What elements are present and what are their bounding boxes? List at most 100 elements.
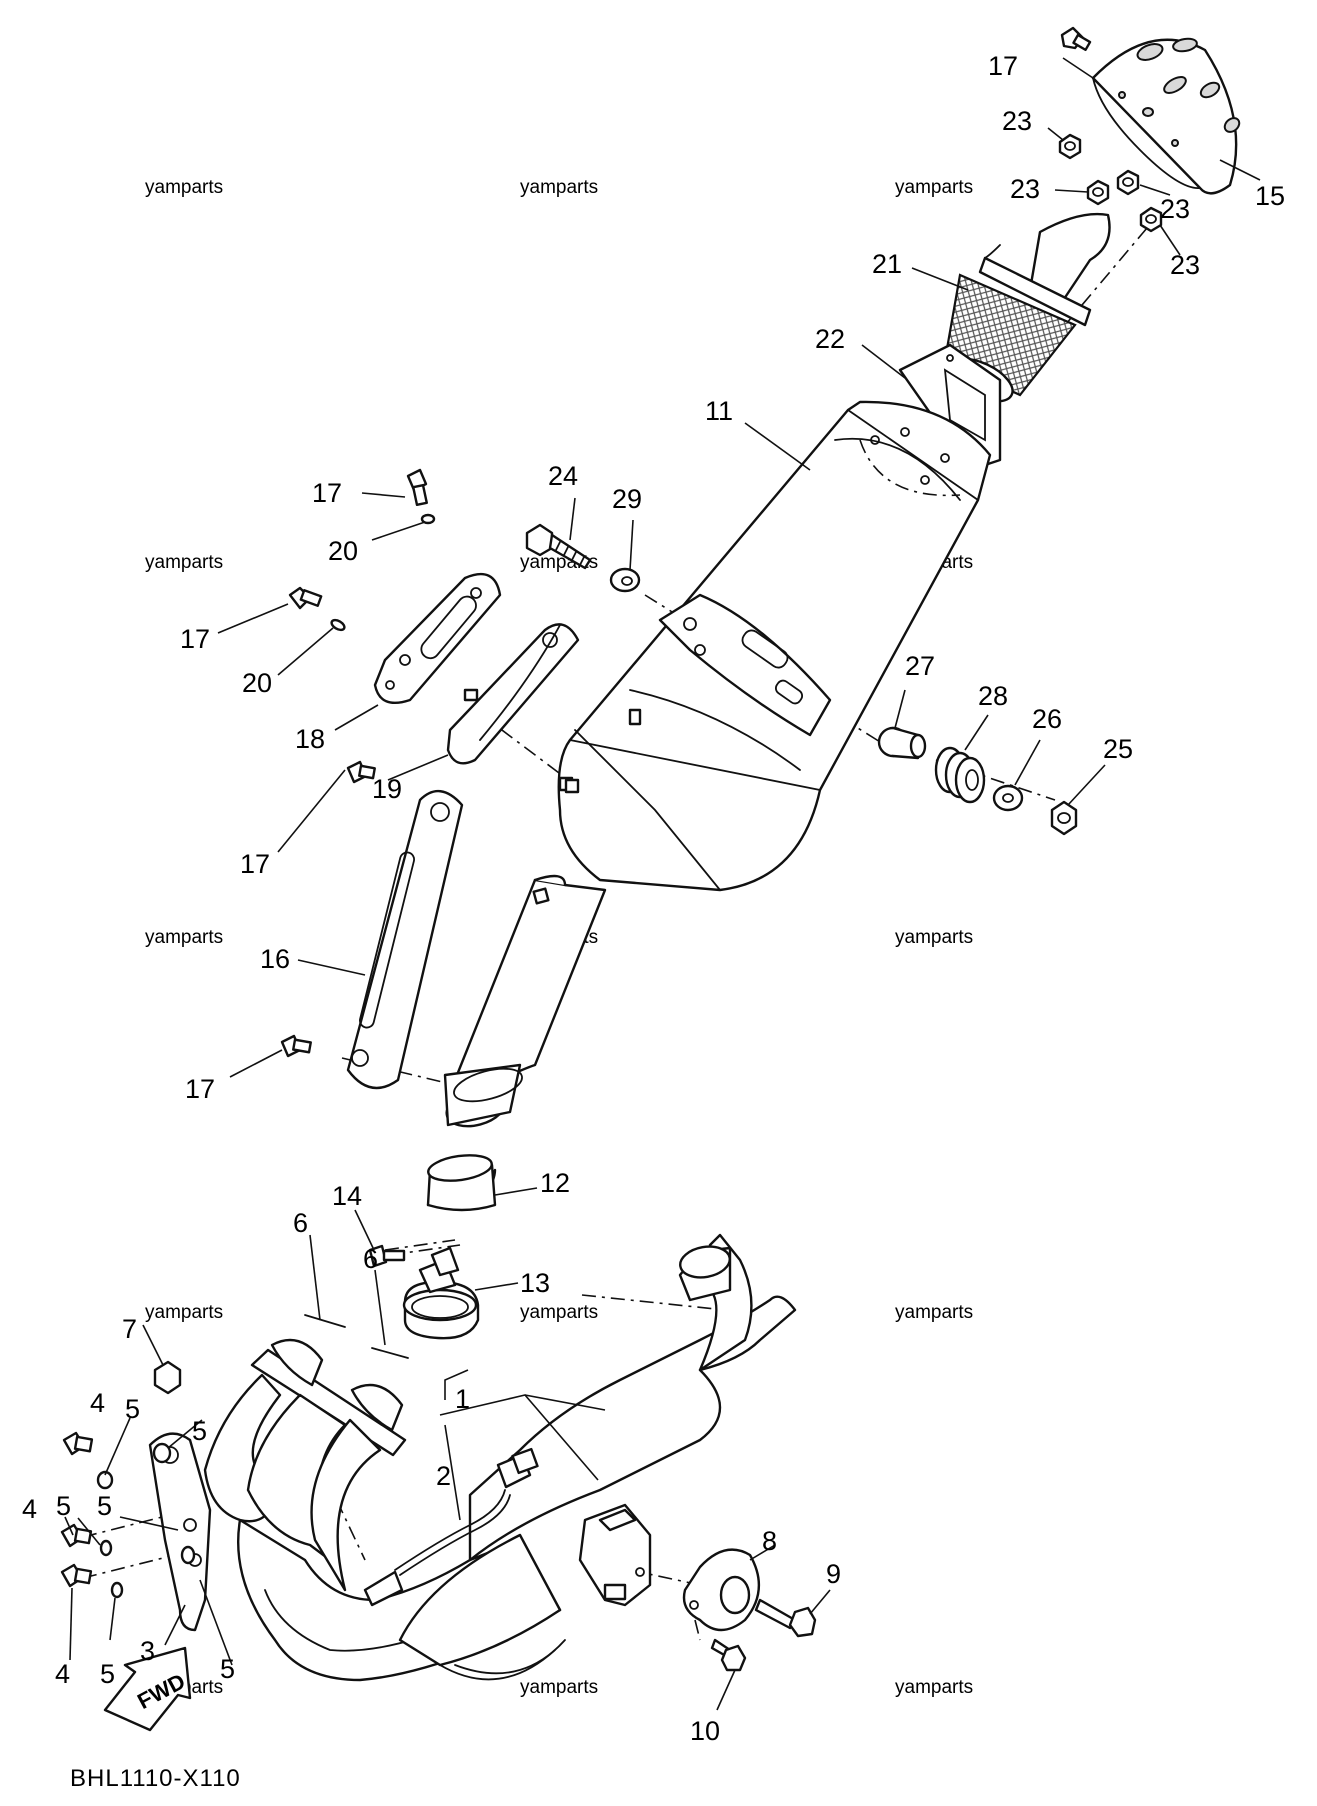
callout-14: 14 xyxy=(332,1181,362,1211)
gasket-part-12 xyxy=(426,1154,497,1212)
collar-5-right xyxy=(180,1545,196,1565)
callout-9: 9 xyxy=(826,1559,841,1589)
washer-part-29 xyxy=(609,567,641,593)
washer-5-upper xyxy=(96,1470,114,1490)
nut-23 xyxy=(1086,179,1110,206)
diagram-code: BHL1110-X110 xyxy=(70,1765,241,1792)
callout-5: 5 xyxy=(56,1491,71,1521)
callout-24: 24 xyxy=(548,461,578,491)
nut-23 xyxy=(1058,133,1082,160)
watermark: yamparts xyxy=(520,1677,598,1698)
washer-5-middle xyxy=(99,1539,113,1557)
leader-lines xyxy=(64,57,1261,1711)
callout-7: 7 xyxy=(122,1314,137,1344)
callout-23: 23 xyxy=(1010,174,1040,204)
callout-5: 5 xyxy=(125,1394,140,1424)
callout-17: 17 xyxy=(240,849,270,879)
callout-20: 20 xyxy=(242,668,272,698)
callout-4: 4 xyxy=(90,1388,105,1418)
watermark: yamparts xyxy=(145,927,223,948)
callout-16: 16 xyxy=(260,944,290,974)
callout-12: 12 xyxy=(540,1168,570,1198)
callout-28: 28 xyxy=(978,681,1008,711)
callout-19: 19 xyxy=(372,774,402,804)
callout-10: 10 xyxy=(690,1716,720,1746)
callout-21: 21 xyxy=(872,249,902,279)
callout-4: 4 xyxy=(55,1659,70,1689)
callout-23: 23 xyxy=(1170,250,1200,280)
bolt-17-shield-bottom xyxy=(280,1034,312,1058)
damper-part-8 xyxy=(682,1548,761,1632)
callout-26: 26 xyxy=(1032,704,1062,734)
callout-17: 17 xyxy=(180,624,210,654)
bolt-part-24 xyxy=(525,523,592,570)
collar-5 xyxy=(152,1442,172,1464)
callout-5: 5 xyxy=(100,1659,115,1689)
callout-18: 18 xyxy=(295,724,325,754)
link-pipe xyxy=(443,874,607,1128)
watermark: yamparts xyxy=(145,1302,223,1323)
bolt-17-bracket xyxy=(288,586,323,610)
washer-20-bracket xyxy=(330,618,346,632)
protector-part-19 xyxy=(446,623,580,794)
watermark: yamparts xyxy=(895,927,973,948)
washer-20-upper xyxy=(420,513,436,525)
watermark: yamparts xyxy=(895,177,973,198)
watermark: yamparts xyxy=(145,177,223,198)
bolt-17-top xyxy=(1060,26,1092,52)
bracket-part-18 xyxy=(373,572,502,705)
bolt-17-upper xyxy=(406,468,428,507)
bolt-part-10 xyxy=(710,1638,747,1672)
callout-27: 27 xyxy=(905,651,935,681)
callout-22: 22 xyxy=(815,324,845,354)
callout-6: 6 xyxy=(293,1208,308,1238)
bolt-4-middle xyxy=(60,1523,93,1548)
nut-part-25 xyxy=(1050,800,1078,836)
end-cap-part-15 xyxy=(1091,37,1241,195)
callout-11: 11 xyxy=(705,396,733,426)
callout-17: 17 xyxy=(185,1074,215,1104)
collar-part-27 xyxy=(877,726,927,760)
washer-part-26 xyxy=(992,784,1024,812)
watermark: yamparts xyxy=(145,552,223,573)
callout-3: 3 xyxy=(140,1636,155,1666)
watermark: yamparts xyxy=(895,1677,973,1698)
callout-23: 23 xyxy=(1160,194,1190,224)
clamp-part-13 xyxy=(402,1246,480,1340)
callout-8: 8 xyxy=(762,1526,777,1556)
callout-17: 17 xyxy=(312,478,342,508)
callout-5: 5 xyxy=(220,1654,235,1684)
washer-5-lower xyxy=(110,1581,124,1599)
muffler-part-11 xyxy=(557,400,992,892)
callout-29: 29 xyxy=(612,484,642,514)
bolt-part-9 xyxy=(754,1598,817,1638)
callout-4: 4 xyxy=(22,1494,37,1524)
bracket-part-3 xyxy=(148,1432,212,1632)
bolt-4-lower xyxy=(60,1563,93,1588)
callout-20: 20 xyxy=(328,536,358,566)
bolt-17-shield-top xyxy=(346,760,376,784)
callout-5: 5 xyxy=(192,1416,207,1446)
callout-25: 25 xyxy=(1103,734,1133,764)
watermark: yamparts xyxy=(520,177,598,198)
nut-23 xyxy=(1139,206,1163,233)
watermark: yamparts xyxy=(895,1302,973,1323)
callout-23: 23 xyxy=(1002,106,1032,136)
bolt-14 xyxy=(368,1244,406,1268)
nut-part-7 xyxy=(153,1360,182,1395)
callout-15: 15 xyxy=(1255,181,1285,211)
watermark: yamparts xyxy=(520,1302,598,1323)
callout-1: 1 xyxy=(455,1384,470,1414)
exhaust-header-part-1 xyxy=(203,1233,797,1682)
bolt-4-upper xyxy=(62,1431,94,1456)
callout-2: 2 xyxy=(436,1461,451,1491)
callout-13: 13 xyxy=(520,1268,550,1298)
callout-5: 5 xyxy=(97,1491,112,1521)
heat-shield-part-16 xyxy=(346,790,464,1090)
callout-17: 17 xyxy=(988,51,1018,81)
nut-23 xyxy=(1116,169,1140,196)
sensor-part-2 xyxy=(363,1447,539,1607)
callout-numbers: 17 23 23 23 23 15 21 22 11 17 20 24 29 1… xyxy=(22,51,1285,1746)
callout-6: 6 xyxy=(363,1244,378,1274)
